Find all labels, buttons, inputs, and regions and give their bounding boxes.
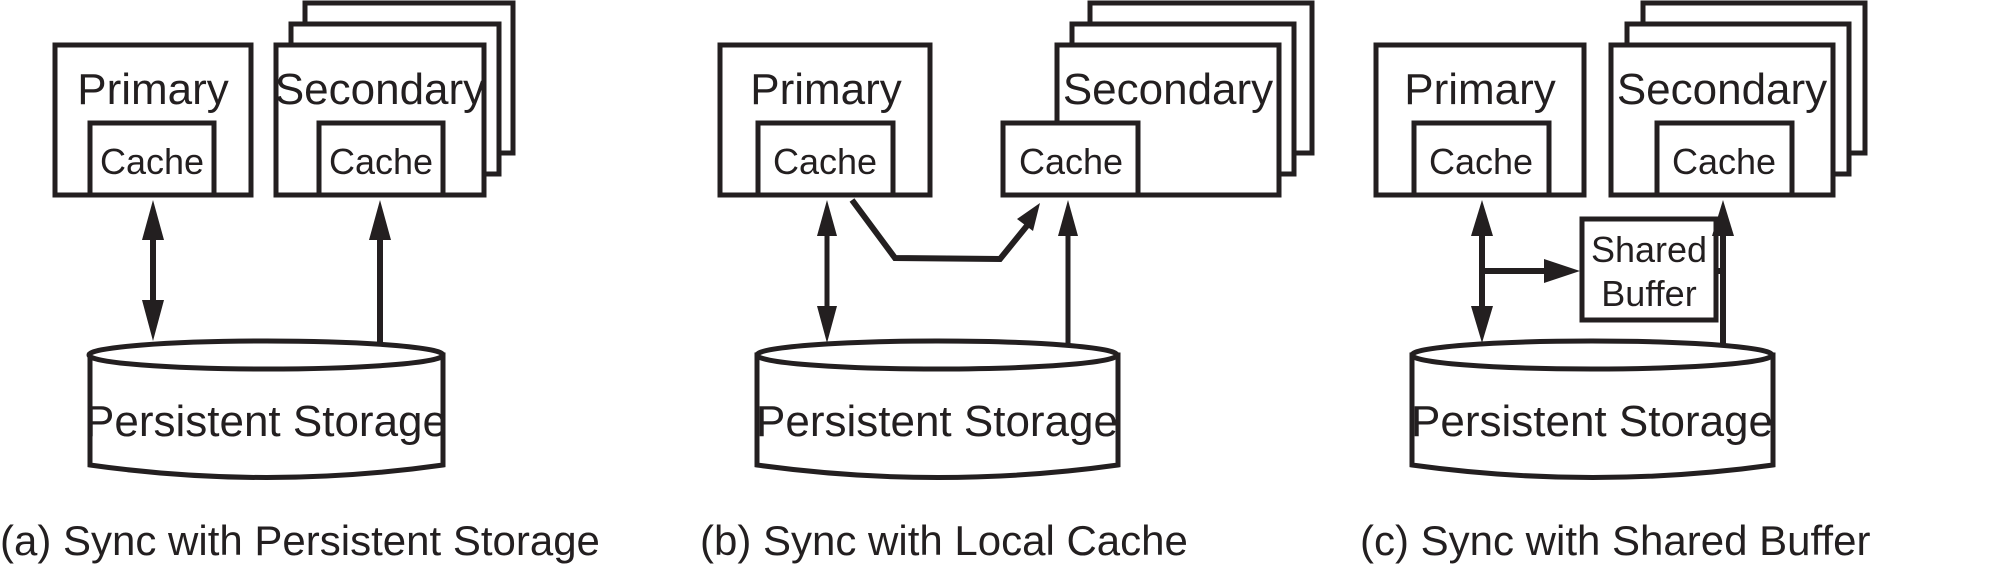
upward-arrow [1058, 200, 1078, 345]
panel-a: Secondary Cache Primary Cache Persistent… [0, 0, 600, 564]
primary-cache [1411, 120, 1552, 198]
secondary-cache-label: Cache [329, 141, 433, 182]
secondary-cache [1654, 120, 1795, 198]
shared-buffer-label-line1: Shared [1591, 229, 1707, 270]
bidirectional-arrow [817, 200, 837, 343]
secondary-label: Secondary [1063, 65, 1273, 114]
shared-buffer [1579, 216, 1719, 323]
primary-cache-label: Cache [1429, 141, 1533, 182]
secondary-cache [316, 120, 446, 198]
storage-label: Persistent Storage [756, 397, 1118, 446]
primary-cache [755, 120, 896, 198]
primary-label: Primary [750, 65, 902, 114]
shared-buffer-label-line2: Buffer [1601, 273, 1696, 314]
to-shared-buffer-arrow [1482, 259, 1580, 283]
secondary-label: Secondary [1617, 65, 1827, 114]
persistent-storage-cylinder [86, 338, 446, 480]
primary-label: Primary [1404, 65, 1556, 114]
buffer-to-secondary-arrow [1712, 200, 1734, 345]
bidirectional-arrow [142, 200, 164, 341]
caption: (a) Sync with Persistent Storage [0, 517, 600, 564]
panel-b: Secondary Cache Primary Cache Persistent… [700, 0, 1315, 564]
primary-to-secondary-cache-arrow [849, 198, 1040, 263]
upward-arrow [369, 200, 391, 345]
primary-cache [87, 120, 217, 198]
primary-cache-label: Cache [100, 141, 204, 182]
persistent-storage-cylinder [754, 338, 1121, 480]
caption: (c) Sync with Shared Buffer [1360, 517, 1870, 564]
primary-label: Primary [77, 65, 229, 114]
secondary-label: Secondary [275, 65, 485, 114]
secondary-cache-label: Cache [1019, 141, 1123, 182]
storage-label: Persistent Storage [85, 397, 447, 446]
panel-c: Secondary Cache Primary Cache Shared Buf… [1360, 0, 1870, 564]
caption: (b) Sync with Local Cache [700, 517, 1188, 564]
storage-label: Persistent Storage [1411, 397, 1773, 446]
secondary-cache [1000, 120, 1141, 198]
secondary-cache-label: Cache [1672, 141, 1776, 182]
persistent-storage-cylinder [1409, 338, 1776, 480]
primary-cache-label: Cache [773, 141, 877, 182]
